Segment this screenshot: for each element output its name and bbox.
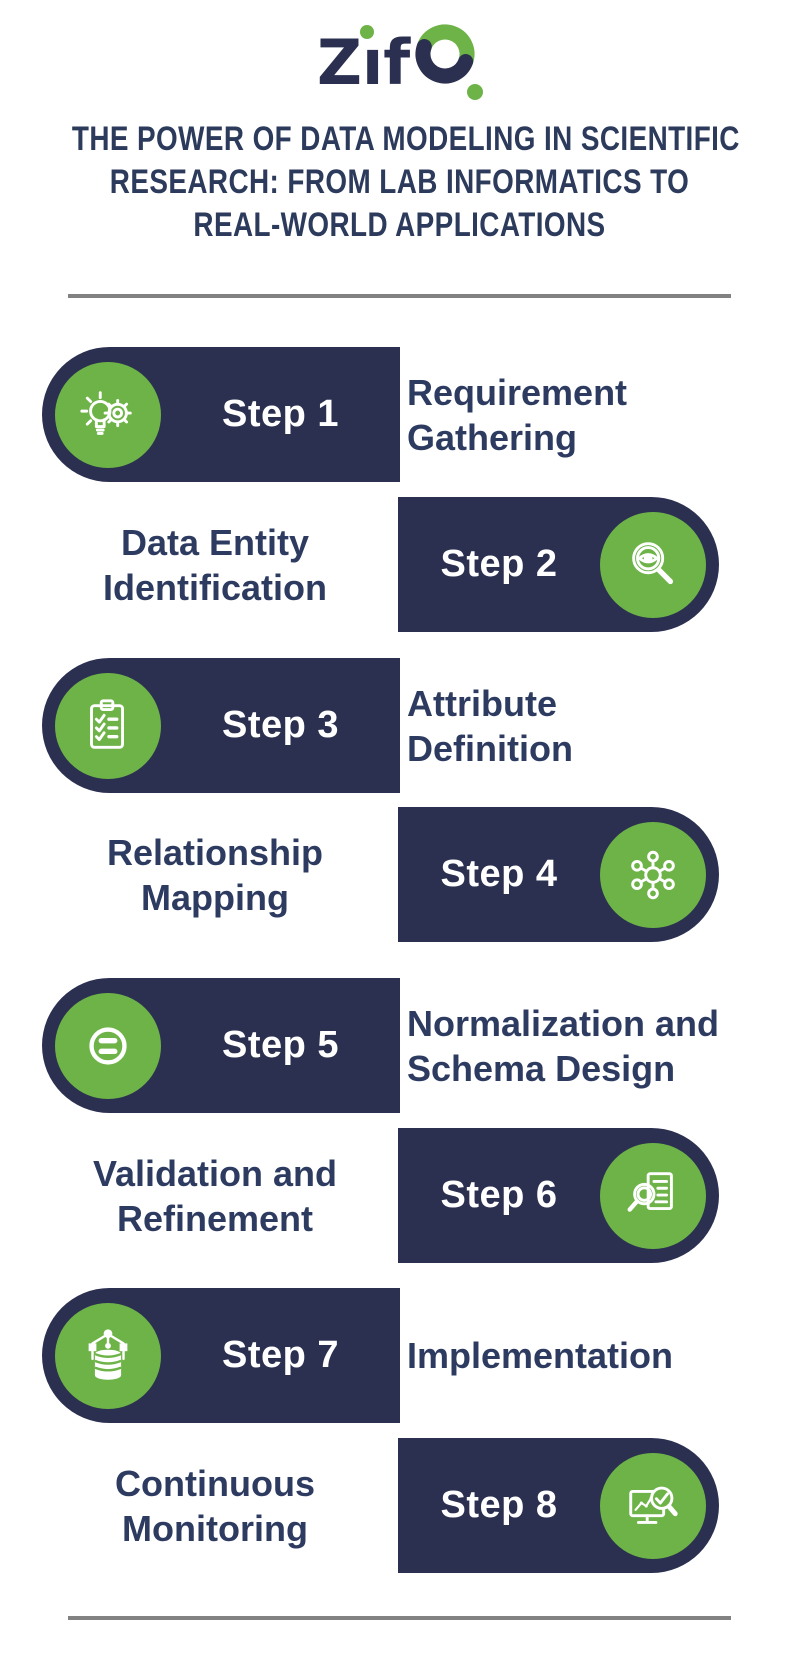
step-4-pill: Step 4 [398, 807, 719, 942]
step-8-title: Continuous Monitoring [115, 1462, 315, 1549]
step-3-label: Step 3 [221, 704, 340, 746]
equals-circle-icon [77, 1015, 139, 1077]
zifo-logo: Zıf [0, 10, 799, 110]
step-7-title: Implementation [407, 1335, 674, 1376]
idea-bulb-gear-icon [77, 384, 139, 446]
step-2-label: Step 2 [440, 543, 558, 585]
top-divider [68, 294, 731, 298]
checklist-clipboard-icon [77, 695, 139, 757]
step-2-pill: Step 2 [398, 497, 719, 632]
step-3-pill: Step 3 [42, 658, 400, 793]
network-nodes-icon [622, 844, 684, 906]
page-title-line-1: THE POWER OF DATA MODELING IN SCIENTIFIC [71, 120, 740, 158]
step-6-pill: Step 6 [398, 1128, 719, 1263]
step-3-title: Attribute Definition [407, 682, 573, 769]
monitor-chart-magnifier-icon [622, 1475, 684, 1537]
page-title-line-3: REAL-WORLD APPLICATIONS [193, 206, 606, 244]
step-8-pill: Step 8 [398, 1438, 719, 1573]
step-5-label: Step 5 [221, 1024, 340, 1066]
step-8-label: Step 8 [440, 1484, 558, 1526]
step-4-icon-circle [600, 821, 706, 928]
step-1-label: Step 1 [221, 393, 340, 435]
step-5-pill: Step 5 [42, 978, 400, 1113]
step-5-title: Normalization and Schema Design [407, 1002, 720, 1089]
step-8-icon-circle [600, 1452, 706, 1559]
database-nodes-icon [77, 1325, 139, 1387]
step-4-title: Relationship Mapping [106, 831, 324, 918]
step-7-icon-circle [55, 1302, 161, 1409]
step-1-title: Requirement Gathering [407, 371, 628, 458]
step-7-label: Step 7 [221, 1334, 340, 1376]
step-7-pill: Step 7 [42, 1288, 400, 1423]
bottom-divider [68, 1616, 731, 1620]
step-3-icon-circle [55, 672, 161, 779]
step-2-title: Data Entity Identification [103, 521, 327, 608]
step-6-icon-circle [600, 1142, 706, 1249]
step-4-label: Step 4 [440, 853, 558, 895]
page-title: THE POWER OF DATA MODELING IN SCIENTIFIC… [71, 118, 740, 247]
step-1-icon-circle [55, 361, 161, 468]
magnifier-eye-icon [622, 534, 684, 596]
step-1-pill: Step 1 [42, 347, 400, 482]
step-2-icon-circle [600, 511, 706, 618]
step-5-icon-circle [55, 992, 161, 1099]
page-title-line-2: RESEARCH: FROM LAB INFORMATICS TO [109, 163, 690, 201]
step-6-title: Validation and Refinement [92, 1152, 338, 1239]
zifo-logo-icon: Zıf [317, 24, 483, 100]
step-6-label: Step 6 [440, 1174, 558, 1216]
magnifier-document-icon [622, 1165, 684, 1227]
